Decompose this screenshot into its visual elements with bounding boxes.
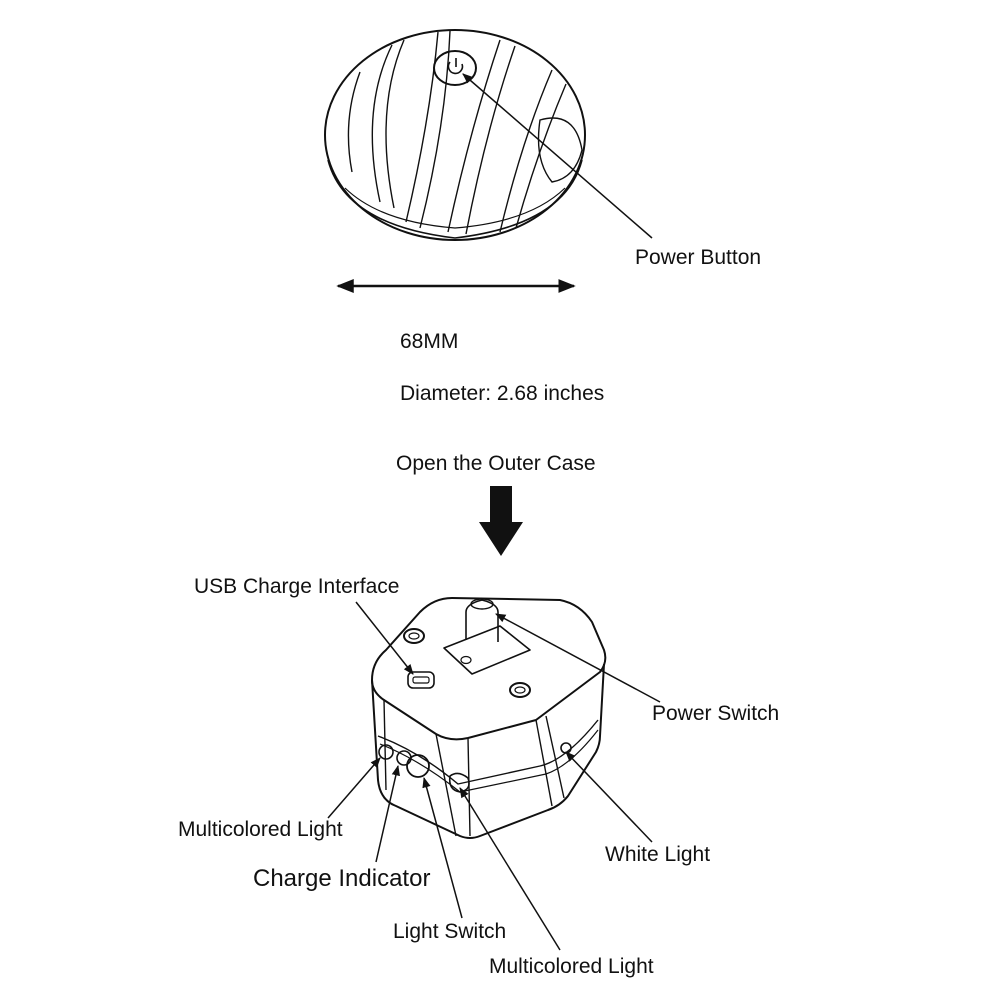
power-button-ring xyxy=(433,50,477,86)
closed-case-illustration xyxy=(324,29,586,241)
power-button-label: Power Button xyxy=(635,246,762,269)
light-switch-label: Light Switch xyxy=(393,920,507,943)
charge-indicator-leader xyxy=(375,764,400,863)
white-light-label: White Light xyxy=(605,843,711,866)
down-arrow-icon xyxy=(479,486,523,556)
size-mm-label: 68MM xyxy=(400,330,459,353)
multicolored-light-left-leader xyxy=(327,757,381,819)
power-switch-leader xyxy=(495,613,661,703)
power-switch-label: Power Switch xyxy=(652,702,780,725)
usb-charge-label: USB Charge Interface xyxy=(194,575,400,598)
multicolored-light-left-label: Multicolored Light xyxy=(178,818,343,841)
white-light-leader xyxy=(565,751,653,843)
inner-unit-illustration xyxy=(371,597,607,839)
charge-indicator-label: Charge Indicator xyxy=(253,865,431,892)
diameter-label: Diameter: 2.68 inches xyxy=(400,382,605,405)
multicolored-light-bottom-leader xyxy=(459,787,561,951)
multicolored-light-bottom-label: Multicolored Light xyxy=(489,955,654,978)
light-switch-leader xyxy=(422,776,463,919)
power-button-leader xyxy=(462,73,653,239)
open-case-label: Open the Outer Case xyxy=(396,452,596,475)
usb-charge-leader xyxy=(355,601,414,675)
power-button-icon xyxy=(447,58,464,75)
